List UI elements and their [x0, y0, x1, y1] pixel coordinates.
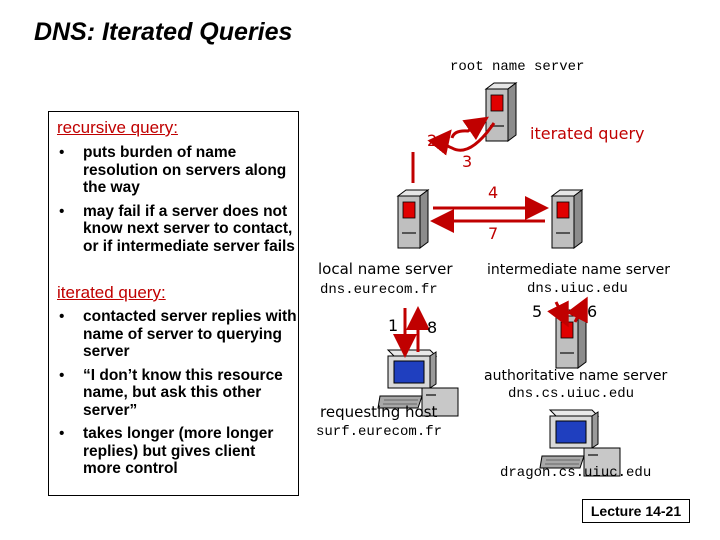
authoritative-server-label: authoritative name server — [484, 368, 668, 384]
authoritative-server-icon — [555, 309, 587, 369]
step-8-label: 8 — [427, 318, 438, 337]
iterated-query-list: contacted server replies with name of se… — [57, 308, 297, 484]
step-4-label: 4 — [488, 183, 499, 202]
requesting-host-name: surf.eurecom.fr — [316, 424, 443, 440]
list-item: takes longer (more longer replies) but g… — [57, 425, 297, 478]
list-item: puts burden of name resolution on server… — [57, 144, 297, 197]
list-item: “I don’t know this resource name, but as… — [57, 367, 297, 420]
step-5-label: 5 — [532, 302, 543, 321]
arrow-3 — [427, 122, 496, 156]
recursive-query-list: puts burden of name resolution on server… — [57, 144, 297, 261]
root-server-label: root name server — [450, 59, 585, 75]
iterated-query-label: iterated query — [530, 124, 645, 143]
step-3-label: 3 — [462, 152, 473, 171]
root-server-icon — [485, 82, 517, 142]
step-7-label: 7 — [488, 224, 499, 243]
step-2-label: 2 — [427, 131, 438, 150]
requesting-host-label: requesting host — [320, 403, 438, 421]
page-title: DNS: Iterated Queries — [34, 18, 293, 46]
local-server-host: dns.eurecom.fr — [320, 282, 438, 298]
local-server-label: local name server — [318, 260, 453, 278]
arrow-5 — [547, 300, 569, 328]
list-item: may fail if a server does not know next … — [57, 203, 297, 256]
recursive-query-heading: recursive query: — [57, 118, 178, 137]
local-server-icon — [397, 189, 429, 249]
arrow-6 — [566, 296, 588, 324]
step-6-label: 6 — [587, 302, 598, 321]
intermediate-server-icon — [551, 189, 583, 249]
authoritative-server-host: dns.cs.uiuc.edu — [508, 386, 635, 402]
step-1-label: 1 — [388, 316, 399, 335]
arrow-2 — [450, 116, 489, 141]
iterated-query-heading: iterated query: — [57, 283, 166, 302]
list-item: contacted server replies with name of se… — [57, 308, 297, 361]
intermediate-server-host: dns.uiuc.edu — [527, 281, 628, 297]
explanation-box: recursive query: puts burden of name res… — [48, 111, 299, 496]
lecture-footer: Lecture 14-21 — [582, 499, 690, 523]
target-host-name: dragon.cs.uiuc.edu — [500, 465, 652, 481]
intermediate-server-label: intermediate name server — [487, 262, 671, 278]
